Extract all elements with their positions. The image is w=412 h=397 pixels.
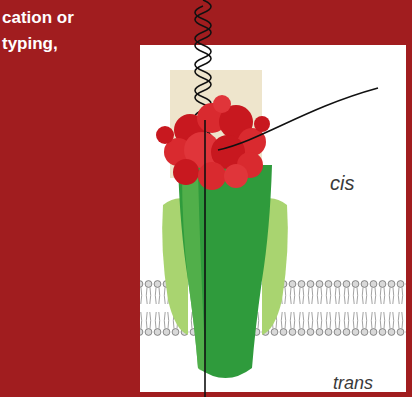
heading-fragment: cation or [2,8,74,28]
nanopore-protein [162,165,288,378]
side-label: trans [333,373,373,394]
motor-enzyme [156,95,270,190]
side-label: cis [330,172,354,195]
white-panel [140,45,406,392]
dna-strand [205,88,378,397]
heading-fragment: typing, [2,34,58,54]
